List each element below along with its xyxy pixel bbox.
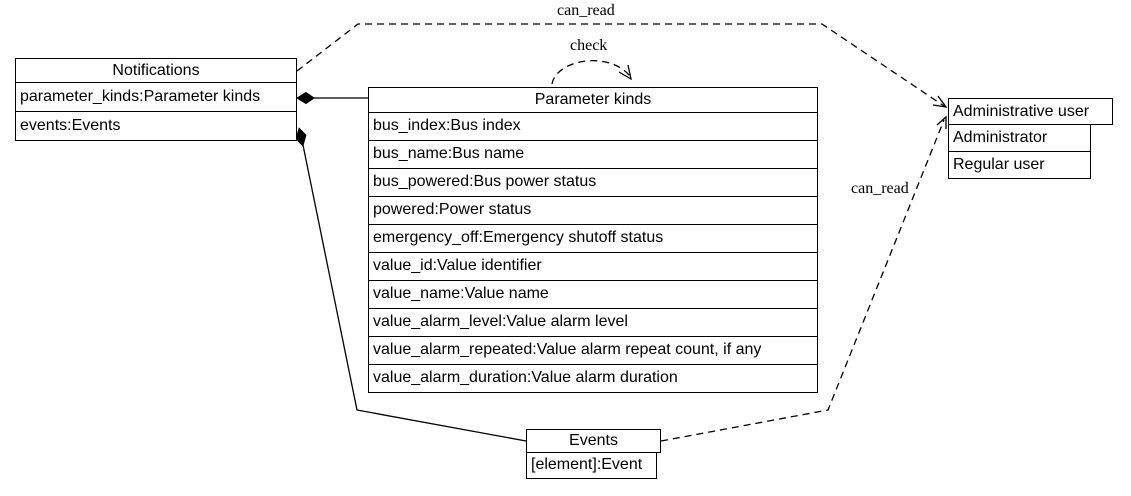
edge-composition-events (302, 144, 527, 442)
attribute-row: bus_index:Bus index (368, 111, 818, 141)
attribute-row: [element]:Event (526, 451, 657, 479)
arrowhead-check-icon (618, 64, 632, 81)
attribute-row: powered:Power status (368, 195, 818, 225)
edge-can-read-top (296, 23, 945, 107)
attribute-row: value_alarm_level:Value alarm level (368, 307, 818, 337)
attribute-row: events:Events (15, 110, 297, 141)
attribute-row: value_name:Value name (368, 279, 818, 309)
attribute-row: bus_name:Bus name (368, 139, 818, 169)
attribute-row: Administrator (948, 123, 1091, 152)
attribute-row: value_id:Value identifier (368, 251, 818, 281)
attribute-row: parameter_kinds:Parameter kinds (15, 81, 297, 112)
diamond-events-icon (295, 127, 307, 147)
node-title-administrative-user: Administrative user (948, 98, 1113, 125)
node-title-events: Events (526, 429, 661, 453)
diamond-parameter-kinds-icon (296, 91, 315, 105)
node-events: Events [element]:Event (526, 429, 661, 479)
attribute-row: bus_powered:Bus power status (368, 167, 818, 197)
node-title-parameter-kinds: Parameter kinds (368, 87, 818, 113)
node-notifications: Notifications parameter_kinds:Parameter … (15, 58, 297, 141)
node-title-notifications: Notifications (15, 58, 297, 83)
node-parameter-kinds: Parameter kinds bus_index:Bus index bus_… (368, 87, 818, 393)
attribute-row: value_alarm_duration:Value alarm duratio… (368, 363, 818, 393)
attribute-row: Regular user (948, 150, 1091, 179)
edge-label-can-read-top: can_read (557, 2, 615, 19)
node-administrative-user: Administrative user Administrator Regula… (948, 98, 1113, 179)
edge-check-self-loop (551, 60, 631, 85)
edge-label-check: check (570, 37, 608, 54)
attribute-row: value_alarm_repeated:Value alarm repeat … (368, 335, 818, 365)
arrowhead-can-read-events-icon (936, 115, 947, 129)
arrowhead-can-read-top-icon (932, 95, 948, 108)
edge-label-can-read-events: can_read (851, 180, 909, 197)
edge-can-read-events (660, 119, 945, 442)
attribute-row: emergency_off:Emergency shutoff status (368, 223, 818, 253)
